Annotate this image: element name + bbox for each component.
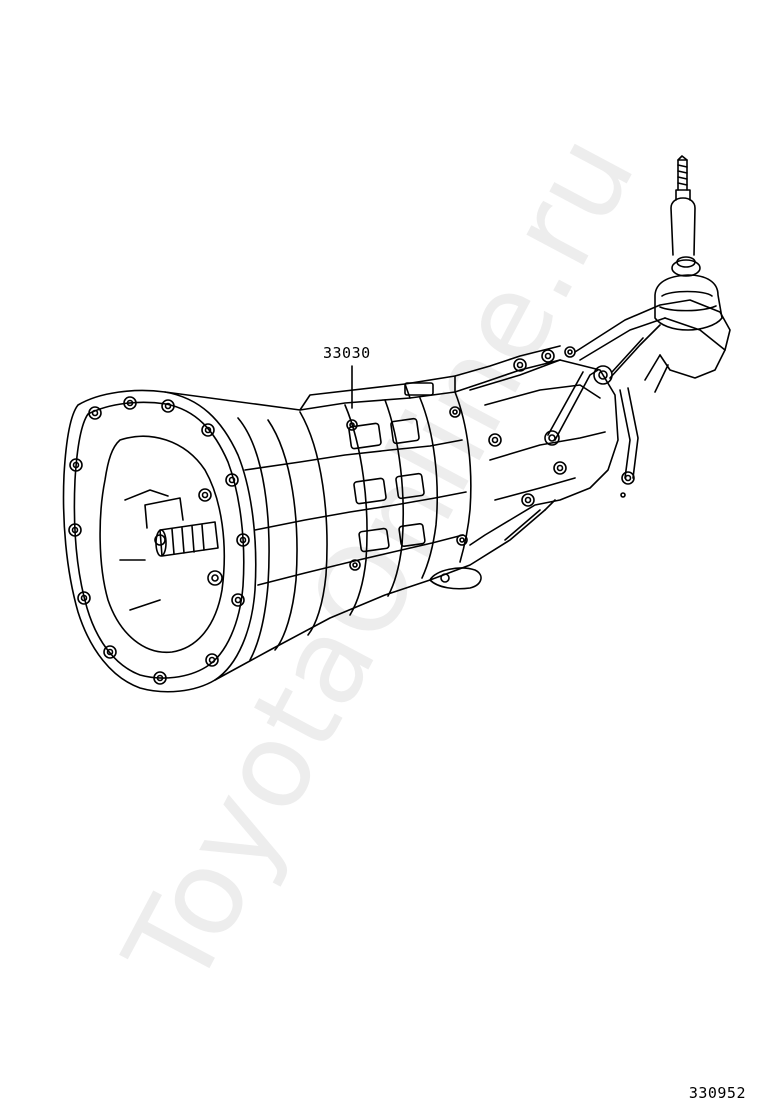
diagram-code-label: 330952 <box>688 1084 746 1102</box>
input-shaft <box>145 489 222 585</box>
extension-housing <box>430 350 618 589</box>
callout-part-number: 33030 <box>323 344 371 362</box>
shift-linkage <box>545 300 730 497</box>
main-case <box>165 346 560 680</box>
bell-housing <box>64 391 256 692</box>
shift-lever <box>655 156 722 330</box>
